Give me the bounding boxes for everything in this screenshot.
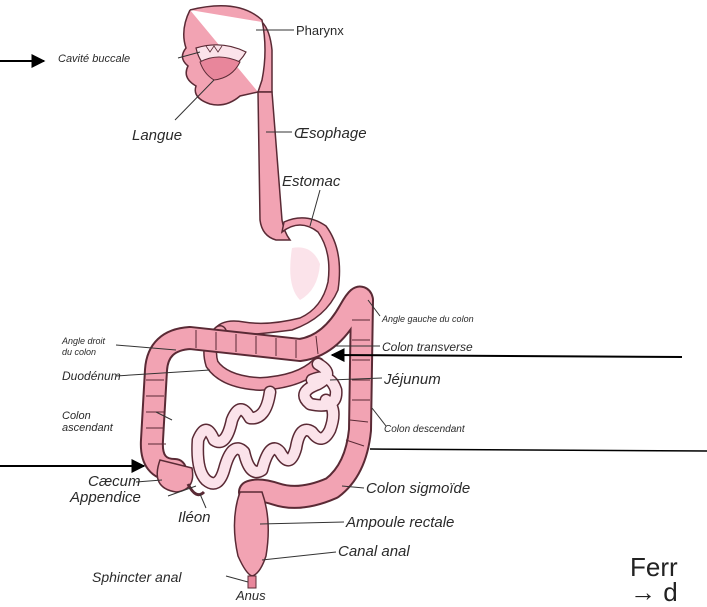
label-caecum: Cæcum bbox=[88, 473, 141, 490]
label-appendice: Appendice bbox=[69, 489, 141, 506]
label-colon-descendant: Colon descendant bbox=[384, 424, 466, 435]
label-anus: Anus bbox=[235, 588, 266, 603]
stomach-highlight bbox=[290, 247, 320, 300]
head-illustration bbox=[182, 6, 272, 105]
label-estomac: Estomac bbox=[282, 173, 341, 190]
label-angle-droit-1: Angle droit bbox=[61, 336, 106, 346]
label-langue: Langue bbox=[132, 127, 182, 144]
label-ampoule-rectale: Ampoule rectale bbox=[345, 514, 454, 531]
label-canal-anal: Canal anal bbox=[338, 543, 410, 560]
label-oesophage: Œsophage bbox=[294, 125, 367, 142]
rectum bbox=[234, 492, 268, 576]
oesophagus bbox=[258, 92, 290, 240]
label-cavite-buccale: Cavité buccale bbox=[58, 53, 130, 65]
label-colon-transverse: Colon transverse bbox=[382, 340, 473, 354]
label-duodenum: Duodénum bbox=[62, 369, 121, 383]
label-pharynx: Pharynx bbox=[296, 23, 344, 38]
label-colon-sigmoide: Colon sigmoïde bbox=[366, 480, 470, 497]
label-angle-droit-2: du colon bbox=[62, 347, 96, 357]
slide-text-line2: → d bbox=[630, 580, 678, 604]
label-jejunum: Jéjunum bbox=[383, 371, 441, 388]
appendix bbox=[188, 484, 204, 495]
label-sphincter-anal: Sphincter anal bbox=[92, 569, 182, 585]
label-ileon: Iléon bbox=[178, 509, 211, 526]
label-colon-ascendant-2: ascendant bbox=[62, 422, 114, 434]
arrow-to-small-intestine bbox=[332, 355, 682, 357]
line-to-colon bbox=[370, 449, 707, 451]
label-colon-ascendant-1: Colon bbox=[62, 410, 91, 422]
caecum bbox=[157, 460, 192, 492]
anal-canal bbox=[248, 576, 256, 588]
label-angle-gauche: Angle gauche du colon bbox=[381, 314, 474, 324]
